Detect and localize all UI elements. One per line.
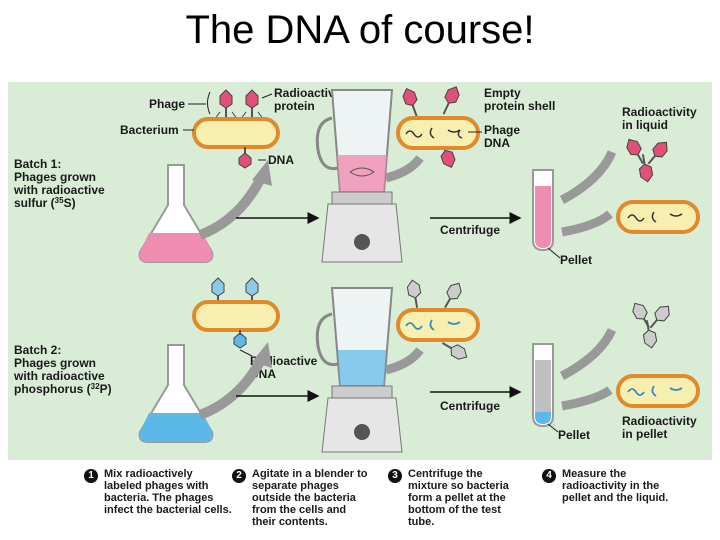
- injected-phage-icon-2: [233, 330, 247, 349]
- dna-label: DNA: [268, 153, 294, 167]
- bacterium-pellet-1: [616, 200, 700, 234]
- bacterium-2: [396, 116, 480, 150]
- batch2-isotope: phosphorus (32P): [14, 382, 112, 396]
- test-tube-2: [532, 343, 554, 428]
- step-1-line: infect the bacterial cells.: [104, 504, 232, 516]
- empty-shells-1: [402, 86, 460, 169]
- bacterium-1: [192, 117, 280, 149]
- batch1-heading: Batch 1:: [14, 157, 61, 171]
- step-3-line: form a pellet at the: [408, 492, 506, 504]
- flask-1: [138, 164, 214, 263]
- batch2-heading: Batch 2:: [14, 343, 61, 357]
- phage-label: Phage: [149, 97, 185, 111]
- arrow-tube-to-pellet-2: [561, 386, 613, 411]
- phage-dna-label-1: Phage: [484, 123, 520, 137]
- step-1-line: bacteria. The phages: [104, 492, 214, 504]
- radioactive-protein-label-1: Radioactive: [274, 86, 342, 100]
- step-1-line: Mix radioactively: [104, 468, 193, 480]
- step-3-line: tube.: [408, 516, 435, 528]
- injected-phage-icon: [238, 147, 252, 169]
- bacterium-pellet-2: [616, 374, 700, 408]
- centrifuge-label-1: Centrifuge: [440, 223, 500, 237]
- phage-icon-2: [211, 277, 259, 302]
- liquid-shells-1: [626, 138, 668, 183]
- arrow-tube-to-liquid-1: [559, 150, 617, 204]
- radioactive-protein-label-2: protein: [274, 99, 315, 113]
- flask-2: [138, 344, 214, 443]
- step-captions: 1 Mix radioactively labeled phages with …: [0, 468, 720, 540]
- batch2-line-1: Phages grown: [14, 356, 96, 370]
- step-4-line: pellet and the liquid.: [562, 492, 669, 504]
- radio-pellet-label-1: Radioactivity: [622, 414, 697, 428]
- arrow-tube-to-pellet-1: [561, 210, 613, 237]
- step-number-1: 1: [84, 469, 98, 483]
- arrow-blender-to-shells-2: [384, 347, 424, 375]
- bacterium-3: [192, 300, 280, 332]
- centrifuge-label-2: Centrifuge: [440, 399, 500, 413]
- step-2-line: separate phages: [252, 480, 339, 492]
- step-2-line: from the cells and: [252, 504, 347, 516]
- blender-2: [315, 287, 403, 453]
- batch2-line-2: with radioactive: [13, 369, 105, 383]
- radio-pellet-label-2: in pellet: [622, 427, 667, 441]
- step-2-line: outside the bacteria: [252, 492, 356, 504]
- arrow-tube-to-liquid-2: [559, 327, 617, 380]
- step-4-line: Measure the: [562, 468, 627, 480]
- step-number-2: 2: [232, 469, 246, 483]
- page-title: The DNA of course!: [185, 8, 535, 52]
- step-3-line: mixture so bacteria: [408, 480, 509, 492]
- step-number-3: 3: [388, 469, 402, 483]
- batch1-isotope: sulfur (35S): [14, 196, 76, 210]
- arrow-blender-to-shells-1: [384, 155, 424, 183]
- step-2-line: Agitate in a blender to: [252, 468, 368, 480]
- liquid-shells-2: [632, 302, 670, 349]
- step-4-line: radioactivity in the: [562, 480, 660, 492]
- phage-icon: [213, 89, 265, 121]
- arrow-flask-to-bacteria-1: [198, 173, 267, 240]
- step-3-line: bottom of the test: [408, 504, 501, 516]
- empty-shell-label-1: Empty: [484, 86, 521, 100]
- pellet-label-2: Pellet: [558, 428, 590, 442]
- step-2-line: their contents.: [252, 516, 328, 528]
- radio-liquid-label-2: in liquid: [622, 118, 668, 132]
- pellet-label-1: Pellet: [560, 253, 592, 267]
- hershey-chase-diagram: Phage Bacterium Radioactive protein DNA …: [8, 82, 712, 460]
- empty-shell-label-2: protein shell: [484, 99, 555, 113]
- phage-dna-label-2: DNA: [484, 136, 510, 150]
- batch1-line-2: with radioactive: [13, 183, 105, 197]
- arrow-flask-to-bacteria-2: [198, 355, 267, 420]
- blender-1: [315, 89, 403, 263]
- bacterium-label: Bacterium: [120, 123, 179, 137]
- step-1-line: labeled phages with: [104, 480, 209, 492]
- batch1-line-1: Phages grown: [14, 170, 96, 184]
- test-tube-1: [532, 169, 554, 252]
- step-3-line: Centrifuge the: [408, 468, 483, 480]
- empty-shells-2: [406, 279, 468, 360]
- bacterium-4: [396, 308, 480, 342]
- radio-liquid-label-1: Radioactivity: [622, 105, 697, 119]
- step-number-4: 4: [542, 469, 556, 483]
